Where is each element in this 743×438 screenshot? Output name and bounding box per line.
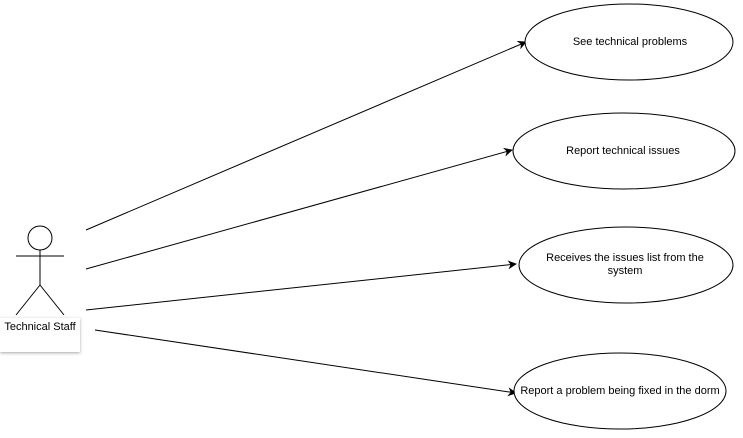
actor-head bbox=[27, 225, 53, 251]
use-case-label-4: Report a problem being fixed in the dorm bbox=[520, 384, 720, 397]
use-case-ellipse-1[interactable] bbox=[524, 3, 734, 81]
actor-right-leg bbox=[39, 284, 65, 316]
association-line-1 bbox=[85, 41, 527, 231]
use-case-ellipse-3[interactable] bbox=[518, 226, 734, 304]
actor-label: Technical Staff bbox=[4, 321, 76, 333]
use-case-ellipse-4[interactable] bbox=[513, 352, 727, 430]
actor-left-leg bbox=[15, 284, 41, 316]
use-case-label-1: See technical problems bbox=[572, 35, 688, 48]
association-line-4 bbox=[94, 329, 517, 397]
use-case-label-2: Report technical issues bbox=[566, 144, 680, 157]
actor-stick-figure[interactable] bbox=[15, 225, 65, 316]
use-case-ellipse-2[interactable] bbox=[512, 112, 736, 190]
actor-label-box bbox=[0, 318, 80, 352]
association-line-2 bbox=[85, 147, 513, 270]
use-case-label-3: Receives the issues list from the system bbox=[546, 252, 704, 277]
association-line-3 bbox=[85, 260, 517, 311]
